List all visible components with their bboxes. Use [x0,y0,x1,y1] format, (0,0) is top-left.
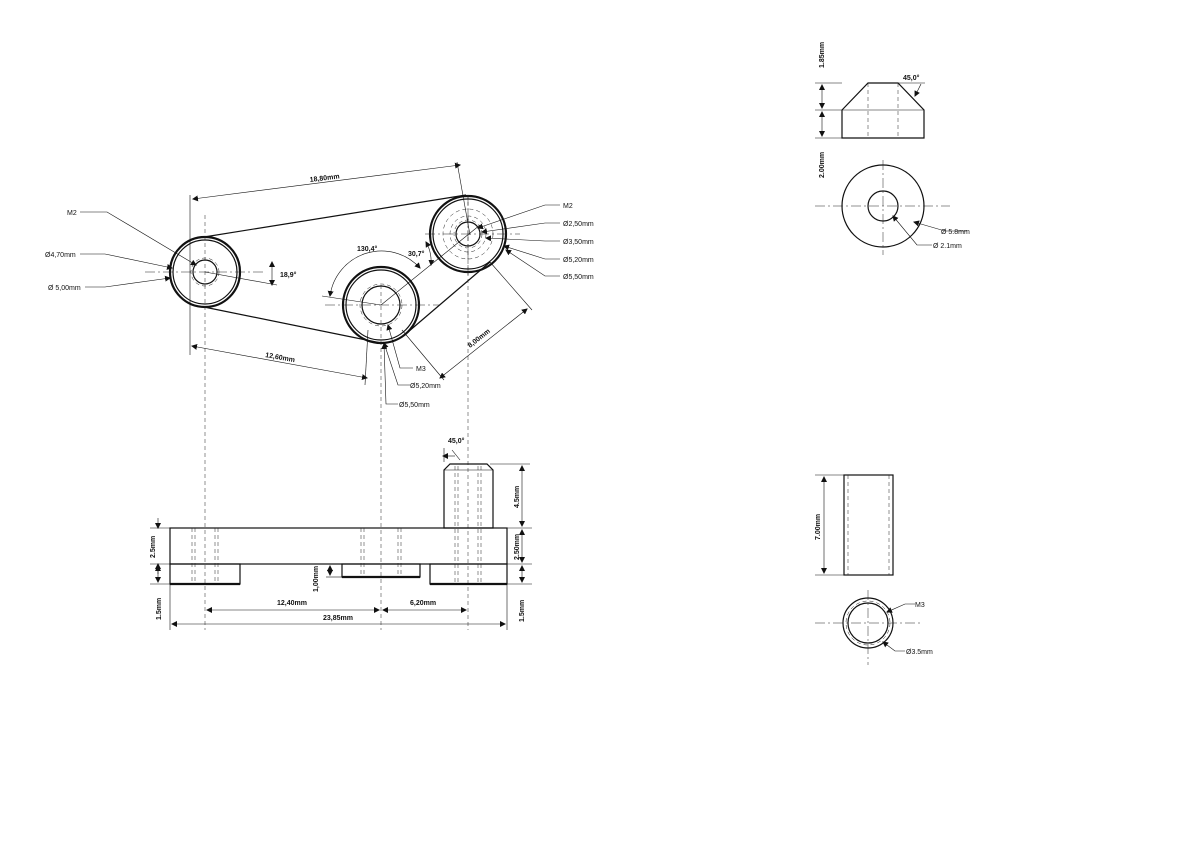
ext-line-middle-boss [401,329,445,381]
dist-right-label: 6,20mm [410,600,436,607]
spacer-side-outline [843,474,894,576]
ext-line-middle [364,329,369,386]
leader-right-dia4 [505,249,560,277]
right-dia1-label: Ø2,50mm [563,221,594,228]
side-plate [169,527,508,565]
dim-left-middle-line [191,343,368,381]
leader-spacer-thread [886,603,915,613]
right-dia3-label: Ø5,20mm [563,257,594,264]
left-thread-label: M2 [67,210,77,217]
leader-spacer-dia [882,641,905,652]
leader-right-dia3 [503,244,560,260]
dim-overall-line [192,162,461,202]
dim-overall-label: 18,80mm [309,173,340,184]
middle-thread-label: M3 [416,366,426,373]
leader-right-thread [477,204,560,230]
leader-middle-thread [386,324,413,369]
leader-left-inner [80,253,173,270]
top-view: 18,80mm 12,60mm 8,00mm 130,4° 30,7° 18,9… [45,161,594,409]
nut-chamfer-label: 45,0° [903,74,920,82]
recess-depth-label: 1,00mm [313,566,320,592]
leader-left-outer [85,275,171,288]
middle-dia1-label: Ø5,20mm [410,383,441,390]
side-view: 45,0° 4.5mm 2.50mm 1.5mm 2.5mm 1.5mm 1,0… [150,437,532,630]
leader-right-dia1 [481,222,560,235]
spacer-length-label: 7.00mm [815,514,822,540]
leader-middle-dia1 [382,342,410,386]
foot-left-label: 1.5mm [156,598,163,620]
angle-main-leg [321,295,382,306]
ext-line-right-boss [489,261,533,311]
outline-top-edge [203,194,467,238]
overall-label: 23,85mm [323,615,353,622]
outline-right-edge [407,261,491,333]
angle-main-label: 130,4° [357,245,378,253]
outline-bottom-edge [203,306,382,344]
middle-dia2-label: Ø5,50mm [399,402,430,409]
dim-middle-right-line [439,308,528,379]
nut-inner-dia-label: Ø 2.1mm [933,243,962,250]
angle-left-label: 18,9° [280,271,297,279]
leader-nut-outer [913,220,967,232]
spacer-dia-label: Ø3.5mm [906,649,933,656]
angle-main-arc [327,250,421,297]
plate-right-label: 2.50mm [514,534,521,560]
dim-middle-right-label: 8,00mm [467,328,492,350]
leader-middle-dia2 [381,343,398,405]
nut-top-height-label: 1.85mm [819,42,826,68]
nut-side-outline [841,82,925,139]
side-post [443,463,494,529]
left-outer-dia-label: Ø 5,00mm [48,285,81,292]
right-dia4-label: Ø5,50mm [563,274,594,281]
side-hidden-bores [191,466,482,584]
left-inner-dia-label: Ø4,70mm [45,252,76,259]
plate-left-label: 2.5mm [150,536,157,558]
dist-left-label: 12,40mm [277,600,307,607]
nut-outer-dia-label: Ø 5.8mm [941,229,970,236]
foot-right-label: 1.5mm [519,600,526,622]
nut-body-height-label: 2.00mm [819,152,826,178]
side-foot-right [429,563,508,585]
projection-lines [204,195,469,630]
post-height-label: 4.5mm [514,486,521,508]
center-lines [145,195,520,306]
right-dia2-label: Ø3,50mm [563,239,594,246]
right-thread-label: M2 [563,203,573,210]
angle-small-label: 30,7° [408,250,425,258]
leader-right-dia2 [485,235,560,242]
angle-small-arc [425,241,435,266]
spacer-thread-label: M3 [915,602,925,609]
spacer-part: 7.00mm M3 Ø3.5mm [815,474,933,665]
angle-left-leg [204,271,278,286]
leader-left-thread [80,211,197,266]
post-chamfer-label: 45,0° [448,437,465,445]
nut-part: 45,0° 1.85mm 2.00mm Ø 5.8mm Ø 2.1mm [815,42,970,255]
leader-nut-inner [892,215,932,246]
